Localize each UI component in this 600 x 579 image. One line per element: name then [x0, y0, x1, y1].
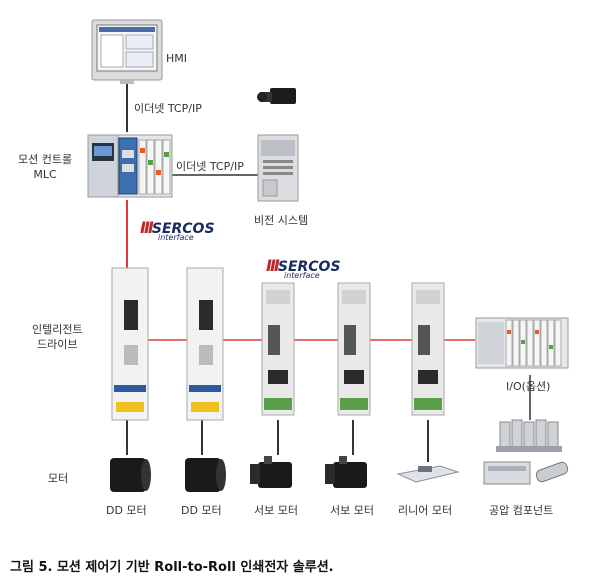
sercos-sub: interface	[158, 233, 194, 242]
linear-motor	[396, 465, 460, 483]
dd-motor	[185, 458, 226, 492]
dd-motor	[110, 458, 151, 492]
pneumatic-manifold	[483, 461, 531, 485]
sercos-logo: IIISERCOS interface	[140, 218, 215, 242]
pneumatic-valves	[496, 419, 562, 452]
drive-unit	[186, 267, 224, 421]
sercos-bars: III	[140, 218, 154, 237]
drive-unit	[261, 282, 295, 416]
servo-motor	[250, 456, 292, 488]
pneumatic-cylinder	[535, 461, 569, 483]
sercos-word: SERCOS	[151, 221, 215, 237]
mlc-controller	[87, 134, 173, 198]
servo-motor	[325, 456, 367, 488]
sercos-bars: III	[266, 256, 280, 275]
hmi-monitor	[91, 19, 163, 84]
camera	[257, 88, 296, 104]
vision-pc	[257, 134, 299, 202]
drive-unit	[337, 282, 371, 416]
sercos-word: SERCOS	[277, 259, 341, 275]
servo-motor-label-1: 서보 모터	[254, 504, 298, 517]
io-module	[475, 317, 569, 369]
drive-unit	[111, 267, 149, 421]
servo-motor-label-2: 서보 모터	[330, 504, 374, 517]
drive-label: 인텔리전트 드라이브	[32, 323, 83, 351]
drive-unit	[411, 282, 445, 416]
ethernet-label-1: 이더넷 TCP/IP	[134, 102, 202, 115]
linear-motor-label: 리니어 모터	[398, 504, 453, 517]
motor-label: 모터	[48, 472, 69, 485]
ethernet-label-2: 이더넷 TCP/IP	[176, 160, 244, 173]
dd-motor-label-2: DD 모터	[181, 504, 222, 517]
hmi-label: HMI	[166, 52, 188, 65]
vision-label: 비전 시스템	[254, 214, 309, 227]
mlc-label: 모션 컨트롤 MLC	[18, 153, 73, 181]
sercos-sub: interface	[284, 271, 320, 280]
pneumatic-label: 공압 컴포넌트	[489, 504, 554, 517]
dd-motor-label-1: DD 모터	[106, 504, 147, 517]
sercos-logo: IIISERCOS interface	[266, 256, 341, 280]
figure-caption: 그림 5. 모션 제어기 기반 Roll-to-Roll 인쇄전자 솔루션.	[10, 560, 334, 575]
io-label: I/O(옵션)	[506, 380, 551, 393]
